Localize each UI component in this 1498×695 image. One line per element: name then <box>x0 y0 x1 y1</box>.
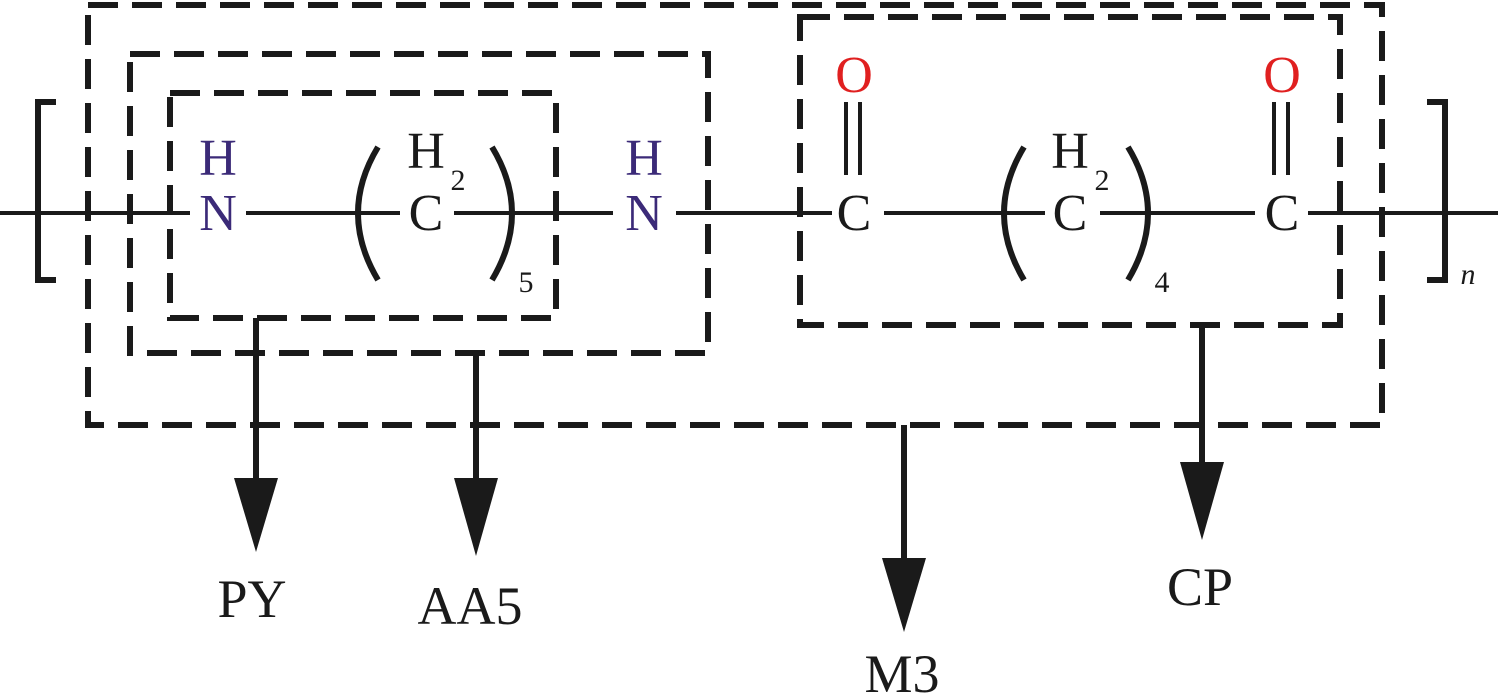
carbonyl-right-c: C <box>1265 185 1300 242</box>
aa5-group-box <box>127 51 711 356</box>
ch2-left-h: H <box>407 123 445 180</box>
nh-left-n: N <box>199 185 237 242</box>
carbonyl-left-c: C <box>837 185 872 242</box>
carbonyl-left-o: O <box>835 47 873 104</box>
label-m3: M3 <box>864 644 939 695</box>
label-py: PY <box>217 569 286 629</box>
left-bracket <box>35 99 56 283</box>
py-group-box <box>167 90 559 321</box>
paren-close-left <box>489 145 515 282</box>
arrow-aa5-head <box>454 478 498 556</box>
carbonyl-right-o: O <box>1263 47 1301 104</box>
label-aa5: AA5 <box>418 576 523 636</box>
nh-left-h: H <box>199 130 237 187</box>
arrow-py-head <box>234 478 278 552</box>
repeat-count-5: 5 <box>519 266 534 299</box>
repeat-count-4: 4 <box>1155 266 1170 299</box>
ch2-left-subscript-2: 2 <box>451 164 466 197</box>
ch2-right-c: C <box>1053 185 1088 242</box>
nh-right-n: N <box>625 185 663 242</box>
polymer-index-n: n <box>1461 258 1476 291</box>
nh-right-h: H <box>625 130 663 187</box>
arrow-m3-head <box>882 558 926 632</box>
ch2-right-subscript-2: 2 <box>1095 164 1110 197</box>
paren-close-right <box>1125 145 1151 282</box>
right-bracket <box>1427 99 1448 283</box>
cp-group-box <box>797 14 1343 328</box>
paren-open-right <box>1001 145 1027 282</box>
paren-open-left <box>355 145 381 282</box>
ch2-right-h: H <box>1051 123 1089 180</box>
arrow-cp-head <box>1180 462 1224 540</box>
ch2-left-c: C <box>409 185 444 242</box>
label-cp: CP <box>1167 557 1233 617</box>
